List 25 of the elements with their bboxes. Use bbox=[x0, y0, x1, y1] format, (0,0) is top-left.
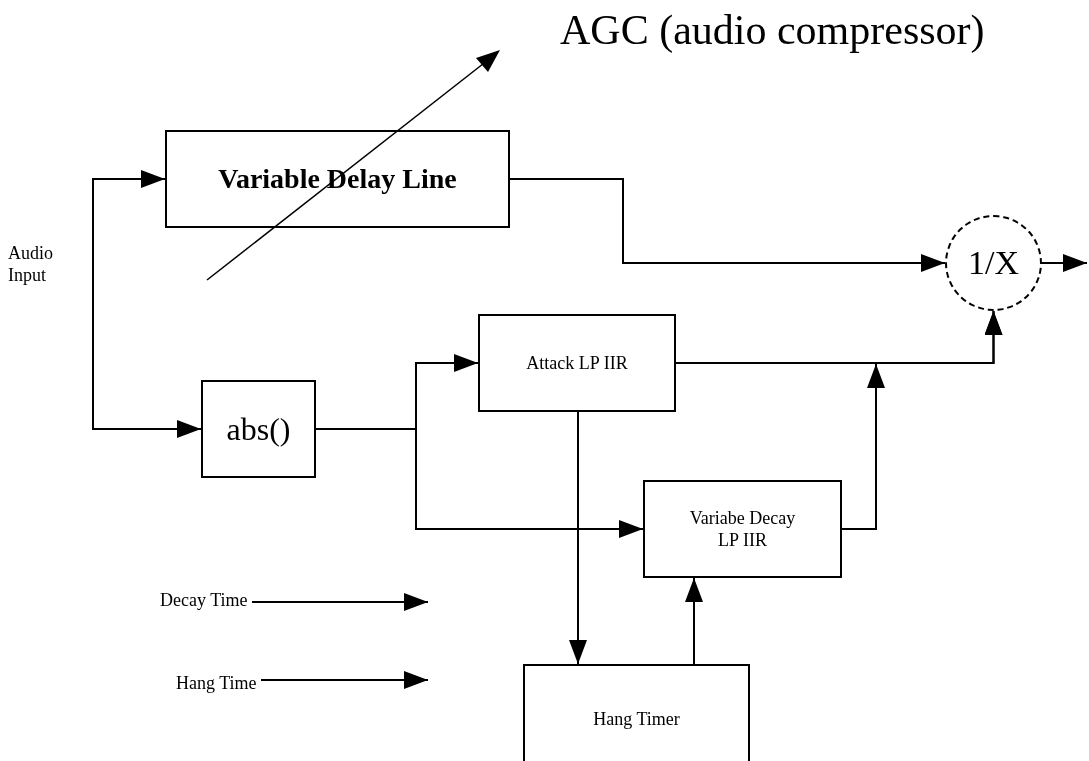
signal-arrow bbox=[315, 428, 644, 538]
parameter-text: Hang Time bbox=[176, 672, 257, 694]
signal-arrow bbox=[841, 310, 1003, 530]
block-label: Attack LP IIR bbox=[526, 352, 628, 374]
signal-arrow bbox=[260, 671, 429, 689]
signal-arrow bbox=[569, 411, 587, 665]
block-label: Variabe Decay LP IIR bbox=[688, 506, 797, 552]
signal-arrow bbox=[92, 304, 202, 438]
signal-arrow bbox=[251, 593, 429, 611]
block-label: Hang Timer bbox=[593, 708, 680, 730]
process-box bbox=[478, 314, 676, 412]
parameter-text: Decay Time bbox=[160, 589, 248, 611]
process-box bbox=[201, 380, 316, 478]
process-box bbox=[523, 664, 750, 761]
signal-arrow bbox=[92, 170, 166, 306]
signal-arrow bbox=[509, 178, 946, 272]
reciprocal-circle bbox=[945, 215, 1042, 311]
block-label: 1/X bbox=[968, 244, 1019, 282]
block-label: abs() bbox=[226, 410, 291, 448]
process-box bbox=[165, 130, 510, 228]
signal-arrow bbox=[685, 577, 703, 665]
signal-arrow bbox=[1041, 254, 1088, 272]
signal-label: Audio Input bbox=[8, 243, 54, 287]
process-box bbox=[643, 480, 842, 578]
diagram-title: AGC (audio compressor) bbox=[560, 6, 985, 54]
